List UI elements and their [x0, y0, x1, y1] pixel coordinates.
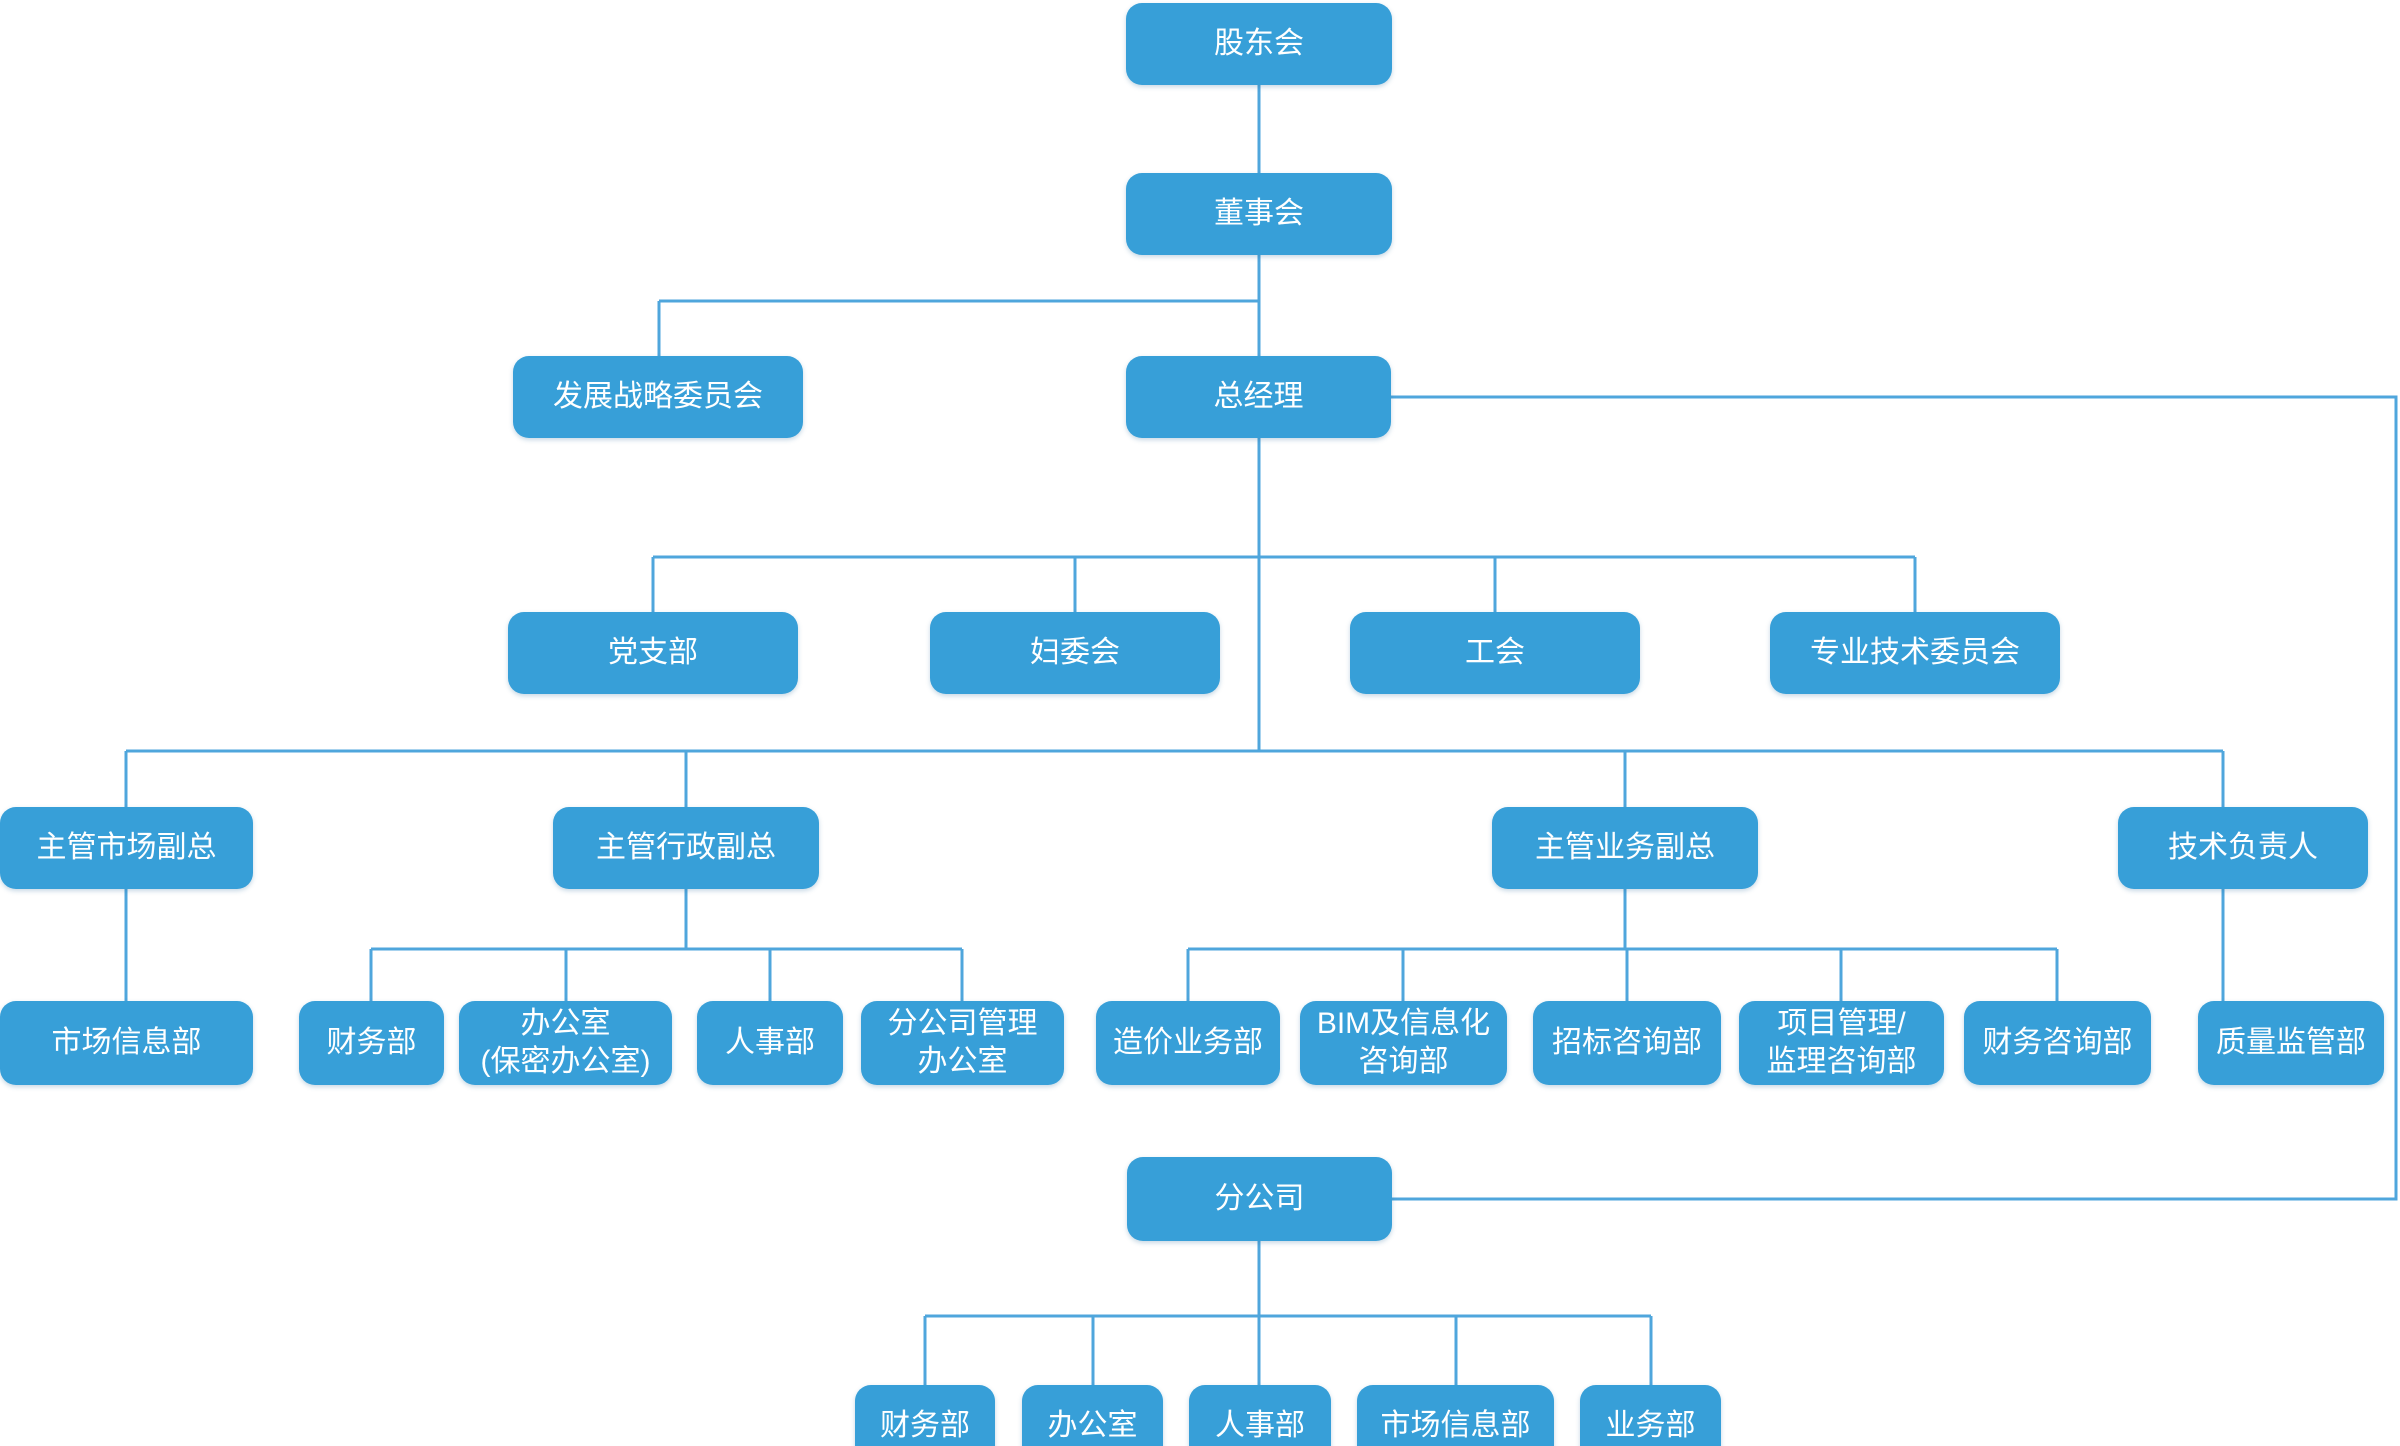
node-branch-office[interactable]: 办公室 [1022, 1385, 1163, 1446]
connector-branch-company-children [923, 1241, 1653, 1385]
node-label: 工会 [1465, 636, 1525, 669]
node-label: 市场信息部 [51, 1026, 202, 1059]
connector-gm-branch-company [1391, 395, 2398, 1201]
node-general-manager[interactable]: 总经理 [1126, 356, 1391, 438]
node-pm-supervision-dept[interactable]: 项目管理/ 监理咨询部 [1739, 1001, 1944, 1085]
connector-board-strategy [657, 299, 1259, 356]
node-branch-business-dept[interactable]: 业务部 [1580, 1385, 1721, 1446]
connector-party-row-branch [651, 555, 1917, 612]
node-vp-market[interactable]: 主管市场副总 [0, 807, 253, 889]
node-label: 分公司管理 办公室 [887, 1007, 1038, 1078]
node-label: 股东会 [1214, 27, 1304, 60]
node-strategy-committee[interactable]: 发展战略委员会 [513, 356, 803, 438]
node-tech-committee[interactable]: 专业技术委员会 [1770, 612, 2060, 694]
node-label: 总经理 [1213, 380, 1304, 413]
node-vp-business[interactable]: 主管业务副总 [1492, 807, 1758, 889]
node-label: 人事部 [725, 1026, 815, 1059]
node-label: 业务部 [1605, 1409, 1696, 1442]
node-label: BIM及信息化 咨询部 [1316, 1007, 1491, 1078]
node-label: 分公司 [1214, 1182, 1305, 1215]
node-label: 财务咨询部 [1982, 1026, 2133, 1059]
node-labor-union[interactable]: 工会 [1350, 612, 1640, 694]
node-office-confidential-dept[interactable]: 办公室 (保密办公室) [459, 1001, 672, 1085]
node-label: 主管市场副总 [36, 831, 217, 864]
node-label: 技术负责人 [2168, 831, 2318, 864]
connector-vp-admin-children [369, 889, 964, 1001]
node-finance-consulting-dept[interactable]: 财务咨询部 [1964, 1001, 2151, 1085]
node-label: 市场信息部 [1380, 1409, 1531, 1442]
node-tech-lead[interactable]: 技术负责人 [2118, 807, 2368, 889]
connector-vp-row-branch [124, 749, 2225, 807]
node-label: 人事部 [1215, 1409, 1305, 1442]
node-label: 财务部 [880, 1409, 970, 1442]
node-label: 项目管理/ 监理咨询部 [1766, 1007, 1917, 1078]
node-shareholders-meeting[interactable]: 股东会 [1126, 3, 1392, 85]
node-label: 主管行政副总 [596, 831, 776, 864]
node-bidding-consulting-dept[interactable]: 招标咨询部 [1533, 1001, 1721, 1085]
node-branch-hr-dept[interactable]: 人事部 [1189, 1385, 1331, 1446]
node-branch-company[interactable]: 分公司 [1127, 1157, 1392, 1241]
node-party-branch[interactable]: 党支部 [508, 612, 798, 694]
node-bim-info-consulting-dept[interactable]: BIM及信息化 咨询部 [1300, 1001, 1507, 1085]
node-finance-dept[interactable]: 财务部 [299, 1001, 444, 1085]
node-label: 党支部 [608, 636, 698, 669]
node-label: 发展战略委员会 [553, 380, 763, 413]
node-label: 财务部 [326, 1026, 417, 1059]
node-cost-business-dept[interactable]: 造价业务部 [1096, 1001, 1280, 1085]
node-label: 质量监管部 [2216, 1026, 2366, 1059]
node-vp-admin[interactable]: 主管行政副总 [553, 807, 819, 889]
node-label: 妇委会 [1030, 636, 1120, 669]
node-label: 专业技术委员会 [1810, 636, 2020, 669]
node-branch-finance-dept[interactable]: 财务部 [855, 1385, 995, 1446]
node-label: 办公室 (保密办公室) [480, 1007, 651, 1078]
connector-vp-business-children [1186, 889, 2059, 1001]
node-board-of-directors[interactable]: 董事会 [1126, 173, 1392, 255]
node-label: 董事会 [1214, 197, 1304, 230]
node-label: 招标咨询部 [1552, 1026, 1702, 1059]
node-branch-market-info-dept[interactable]: 市场信息部 [1357, 1385, 1554, 1446]
node-quality-supervision-dept[interactable]: 质量监管部 [2198, 1001, 2384, 1085]
node-womens-committee[interactable]: 妇委会 [930, 612, 1220, 694]
node-market-info-dept[interactable]: 市场信息部 [0, 1001, 253, 1085]
node-hr-dept[interactable]: 人事部 [697, 1001, 843, 1085]
node-label: 办公室 [1047, 1409, 1138, 1442]
node-branch-mgmt-office[interactable]: 分公司管理 办公室 [861, 1001, 1064, 1085]
node-label: 主管业务副总 [1535, 831, 1715, 864]
node-label: 造价业务部 [1113, 1026, 1263, 1059]
